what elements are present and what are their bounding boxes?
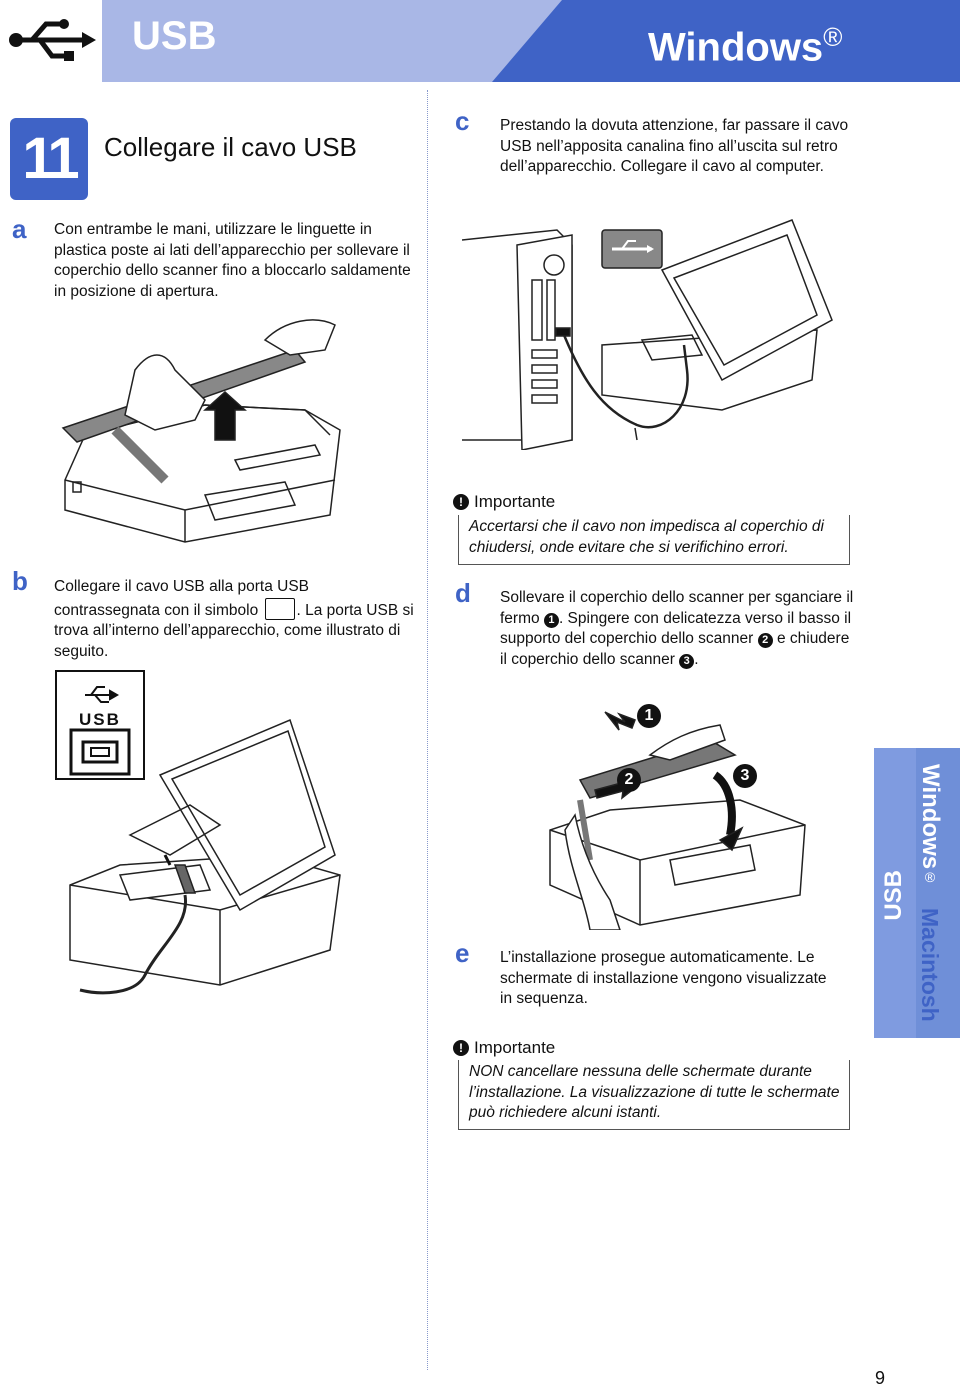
- step-letter-d: d: [455, 578, 471, 608]
- important-1-heading: !Importante: [453, 492, 555, 512]
- callout-2-badge: 2: [617, 768, 641, 792]
- callout-3-badge: 3: [733, 764, 757, 788]
- usb-logo-icon: [6, 10, 96, 70]
- important-2-box: NON cancellare nessuna delle schermate d…: [458, 1060, 850, 1130]
- printer-usb-connection-illustration: [60, 715, 360, 1005]
- step-title: Collegare il cavo USB: [104, 132, 357, 162]
- printer-scanner-open-illustration: [55, 310, 380, 550]
- callout-3-icon: 3: [679, 653, 695, 669]
- warning-icon: !: [453, 1040, 469, 1056]
- header-windows-band: [492, 0, 960, 82]
- usb-port-label: USB: [79, 710, 121, 729]
- step-b-text: Collegare il cavo USB alla porta USB con…: [54, 578, 414, 660]
- column-divider: [427, 90, 428, 1370]
- header-windows-title: Windows®: [648, 22, 843, 70]
- step-letter-c: c: [455, 106, 470, 136]
- usb-port-label-illustration: USB: [55, 670, 145, 780]
- step-a-text: Con entrambe le mani, utilizzare le ling…: [54, 221, 411, 300]
- step-letter-e: e: [455, 938, 470, 968]
- side-tab-macintosh: Macintosh: [917, 908, 943, 1022]
- step-letter-b: b: [12, 566, 28, 596]
- warning-icon: !: [453, 494, 469, 510]
- side-tab-usb-panel: [874, 748, 916, 1038]
- step-d-text: Sollevare il coperchio dello scanner per…: [500, 589, 854, 669]
- header-usb-title: USB: [132, 14, 217, 58]
- usb-symbol-icon: [264, 597, 295, 620]
- callout-1-icon: 1: [543, 612, 559, 628]
- step-letter-a: a: [12, 214, 27, 244]
- close-scanner-cover-illustration: 1 2 3: [520, 700, 820, 931]
- callout-1-badge: 1: [637, 704, 661, 728]
- side-tab-windows: Windows®: [917, 764, 944, 886]
- computer-printer-cable-illustration: [461, 210, 842, 451]
- registered-mark: ®: [823, 22, 843, 52]
- step-e-text: L’installazione prosegue automaticamente…: [500, 949, 827, 1007]
- page-number: 9: [875, 1368, 886, 1388]
- important-2-heading: !Importante: [453, 1038, 555, 1058]
- step-number: 11: [10, 118, 88, 200]
- side-tab-usb: USB: [880, 870, 907, 921]
- step-c-text: Prestando la dovuta attenzione, far pass…: [500, 117, 849, 175]
- callout-2-icon: 2: [757, 633, 773, 648]
- important-1-box: Accertarsi che il cavo non impedisca al …: [458, 515, 850, 565]
